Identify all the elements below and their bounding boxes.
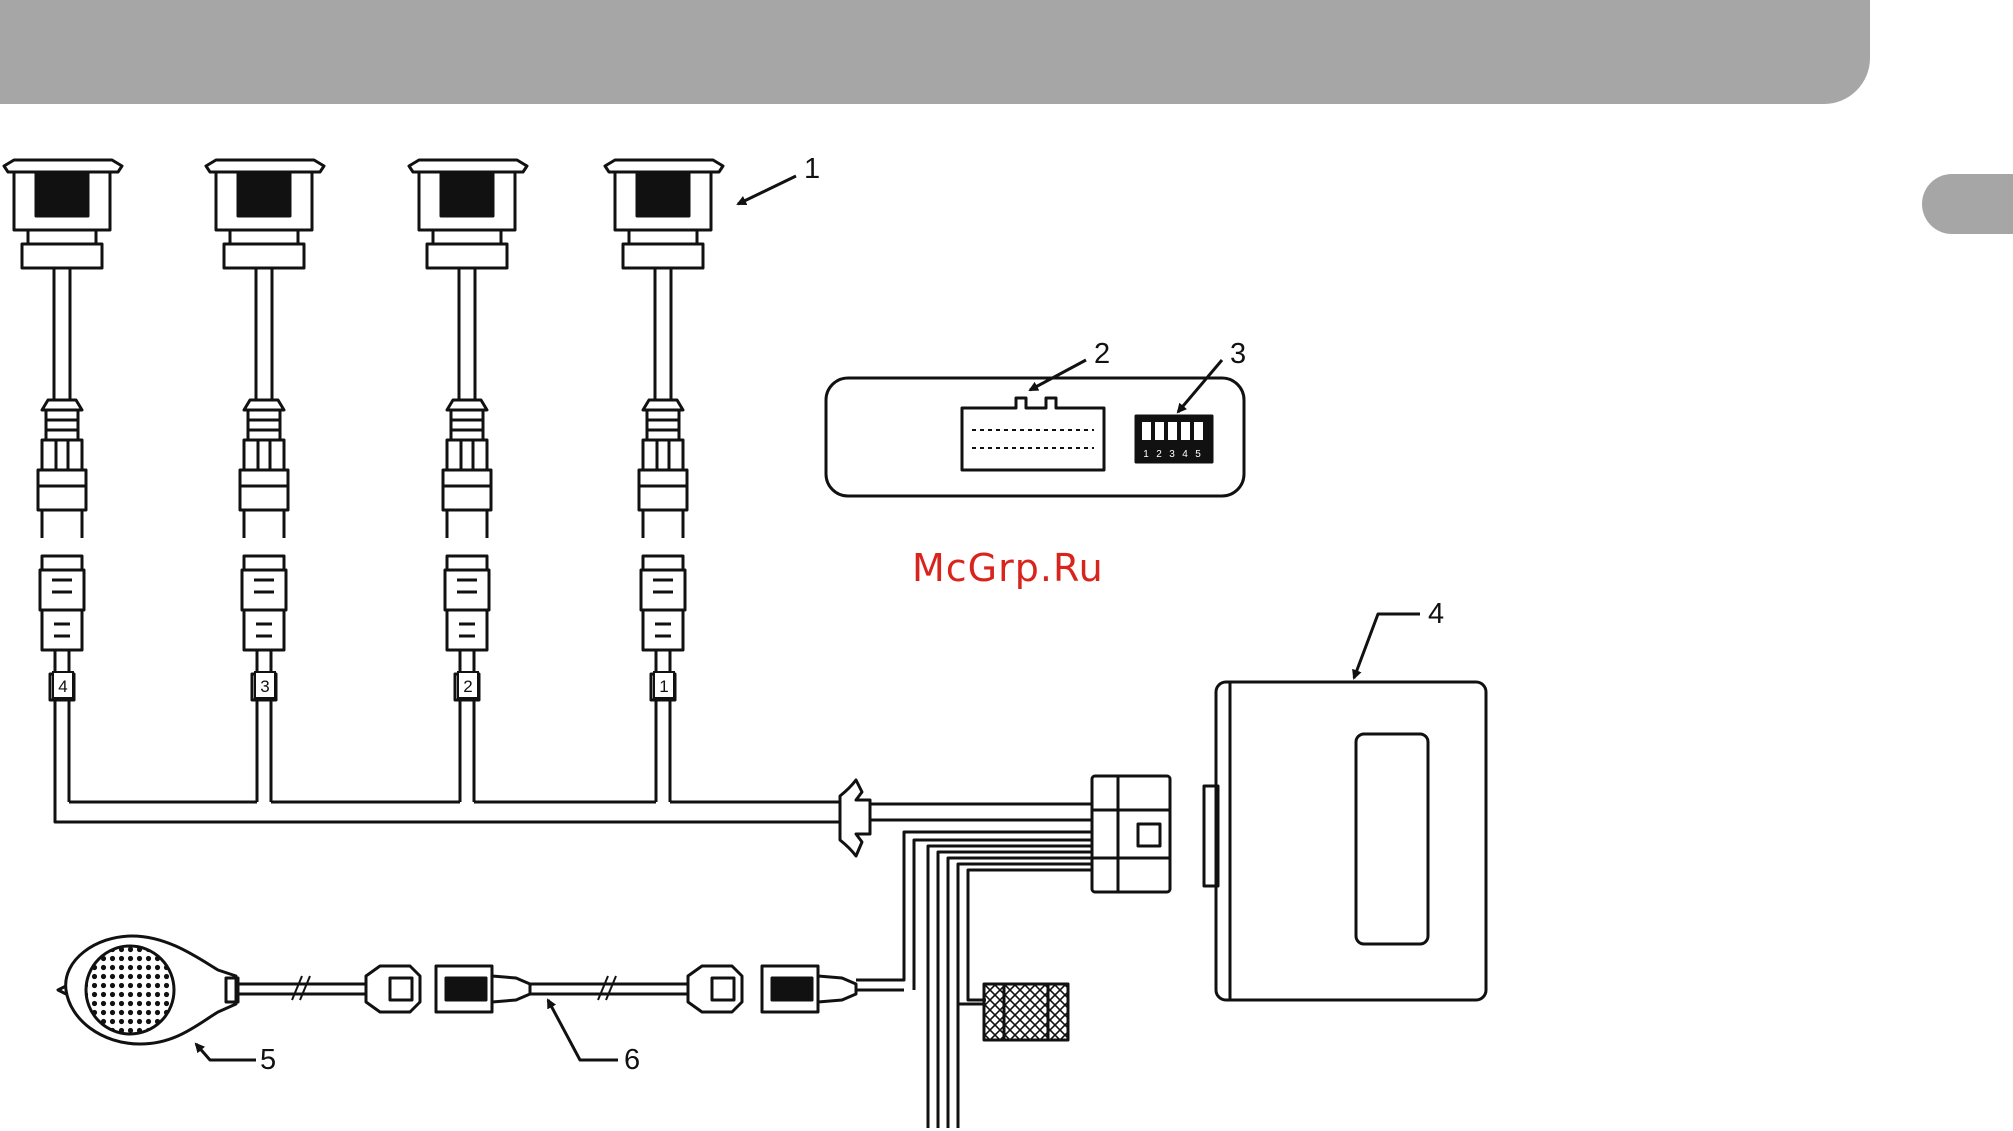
sensor-4 [4, 160, 122, 802]
sensor-tag-4: 4 [58, 677, 67, 696]
sensor-1 [605, 160, 723, 802]
dip-number-4: 4 [1182, 449, 1188, 460]
sensor-2 [409, 160, 527, 802]
callout-4: 4 [1428, 600, 1444, 629]
dip-number-3: 3 [1169, 449, 1175, 460]
display-unit [826, 378, 1244, 496]
dip-number-5: 5 [1195, 449, 1201, 460]
dip-number-2: 2 [1156, 449, 1162, 460]
fanout-wires [856, 832, 1092, 1128]
callout-3: 3 [1230, 340, 1246, 369]
ecu-harness-plug [1092, 776, 1218, 892]
sensor-tag-3: 3 [260, 677, 269, 696]
sensor-3 [206, 160, 324, 802]
watermark: McGrp.Ru [912, 546, 1104, 590]
dip-number-1: 1 [1143, 449, 1149, 460]
buzzer-cable [238, 966, 904, 1012]
sensor-tag-1: 1 [659, 677, 668, 696]
callout-1: 1 [804, 155, 820, 184]
display-connector-pins [972, 430, 1094, 448]
fuse-holder [984, 984, 1068, 1040]
sensor-tag-2: 2 [463, 677, 472, 696]
callout-leaders [196, 176, 1420, 1060]
control-unit [1216, 682, 1486, 1000]
callout-6: 6 [624, 1046, 640, 1075]
callout-5: 5 [260, 1046, 276, 1075]
sensor-tags: 4 3 2 1 [53, 672, 674, 698]
buzzer [58, 936, 238, 1044]
callout-2: 2 [1094, 340, 1110, 369]
